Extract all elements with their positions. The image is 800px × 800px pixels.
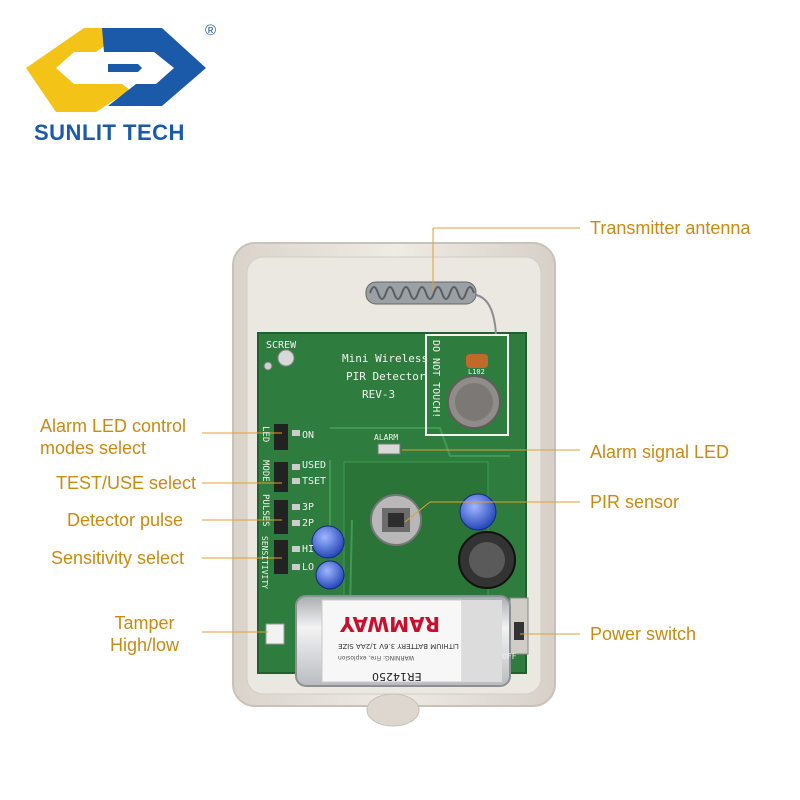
pcb-title-line1: Mini Wireless [342, 352, 429, 365]
pcb-do-not-touch: DO NOT TOUCH! [430, 340, 441, 419]
pcb-led-label: LED [260, 426, 270, 443]
callout-test-use-select: TEST/USE select [56, 473, 197, 493]
pcb-sensitivity-label: SENSITIVITY [260, 536, 269, 589]
callout-tamper: Tamper High/low [110, 612, 179, 656]
pcb-title-line2: PIR Detector [346, 370, 426, 383]
pcb-tset-label: TSET [302, 476, 327, 487]
pcb-title-line3: REV-3 [362, 388, 396, 401]
pcb-on-label: ON [302, 430, 315, 441]
pcb-screw-label: SCREW [266, 340, 297, 351]
battery-warning: WARNING: Fire, explosion [338, 654, 415, 661]
pcb-used-label: USED [302, 460, 327, 471]
pcb-off-label: OFF [502, 652, 517, 661]
battery-spec: LITHIUM BATTERY 3.6V 1/2AA SIZE [338, 642, 459, 650]
pcb-2p-label: 2P [302, 518, 315, 529]
callout-alarm-signal-led: Alarm signal LED [590, 442, 730, 462]
callout-sensitivity-select: Sensitivity select [51, 548, 185, 568]
callout-power-switch: Power switch [590, 624, 697, 644]
battery-brand: RAMWAY [340, 612, 440, 636]
callout-alarm-led-line1: Alarm LED control [40, 416, 187, 436]
pcb-mode-label: MODE [260, 460, 270, 482]
pcb-l102: L102 [468, 368, 485, 376]
pcb-alarm-label: ALARM [374, 433, 399, 442]
pcb-hi-label: HI [302, 544, 315, 555]
brand-name: SUNLIT TECH [34, 120, 185, 145]
pcb-lo-label: LO [302, 562, 315, 573]
callout-alarm-led-control: Alarm LED control modes select [40, 415, 186, 459]
callout-alarm-led-line2: modes select [40, 438, 147, 458]
callout-pir-sensor: PIR sensor [590, 492, 680, 512]
brand-logo-icon [26, 28, 206, 112]
registered-mark: ® [205, 22, 217, 39]
callout-tamper-line2: High/low [110, 635, 180, 655]
pcb-3p-label: 3P [302, 502, 315, 513]
callout-tamper-line1: Tamper [114, 613, 175, 633]
callout-detector-pulse: Detector pulse [67, 510, 184, 530]
battery-model: ER14250 [372, 670, 422, 683]
callout-transmitter-antenna: Transmitter antenna [590, 218, 751, 238]
pcb-pulses-label: PULSES [260, 494, 270, 527]
